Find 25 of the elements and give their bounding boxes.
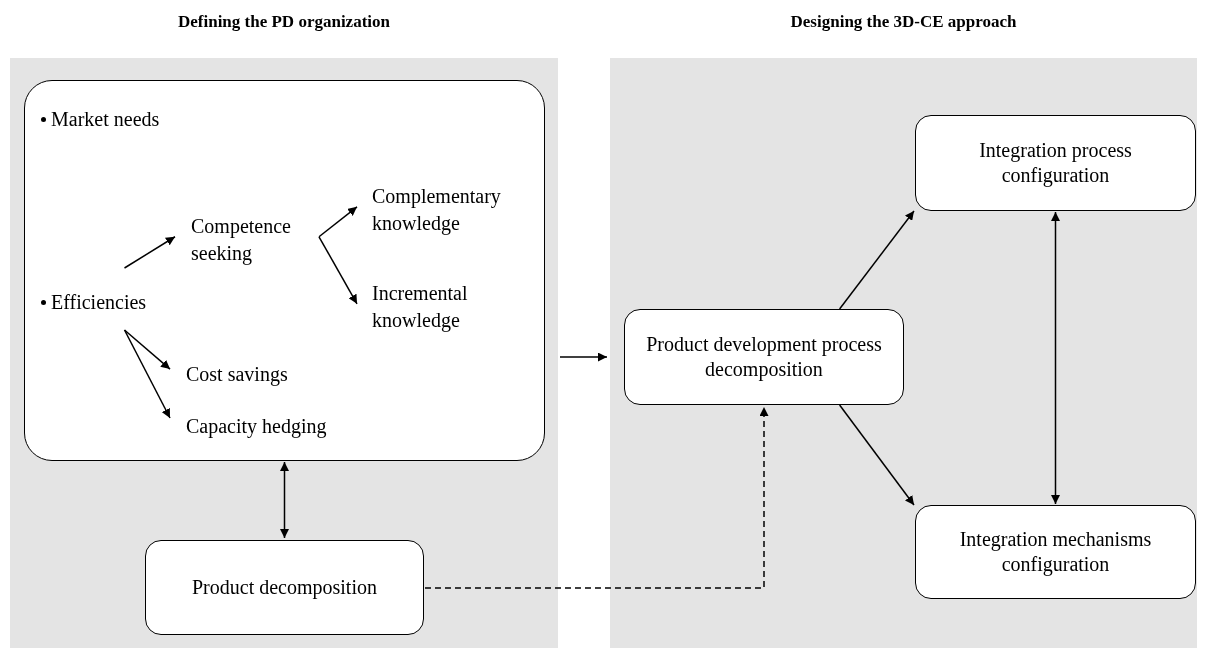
arrow: [280, 461, 289, 539]
node-label: Market needs: [51, 106, 160, 132]
node-label: Competence seeking: [191, 214, 292, 267]
arrow: [838, 404, 915, 506]
process-box: Product decomposition: [145, 540, 424, 635]
panel-heading: Defining the PD organization: [178, 12, 390, 31]
node-label: Incremental knowledge: [372, 281, 469, 334]
arrow: [838, 210, 915, 310]
process-box: Product development process decomposition: [624, 309, 904, 405]
arrow: [1051, 211, 1060, 505]
panel-heading: Designing the 3D-CE approach: [790, 12, 1017, 31]
process-box: Integration mechanisms configuration: [915, 505, 1196, 599]
node-label: Cost savings: [186, 361, 288, 388]
node-label: Complementary knowledge: [372, 184, 502, 237]
node-label: Capacity hedging: [186, 413, 327, 440]
arrow: [123, 329, 171, 370]
node-label: Efficiencies: [51, 289, 147, 315]
arrow: [559, 352, 608, 362]
process-box: Integration process configuration: [915, 115, 1196, 211]
arrow: [123, 236, 176, 269]
arrow: [318, 236, 358, 305]
arrow: [318, 206, 358, 238]
rounded-box: [24, 80, 545, 461]
arrow: [424, 406, 769, 589]
arrow: [123, 329, 171, 419]
